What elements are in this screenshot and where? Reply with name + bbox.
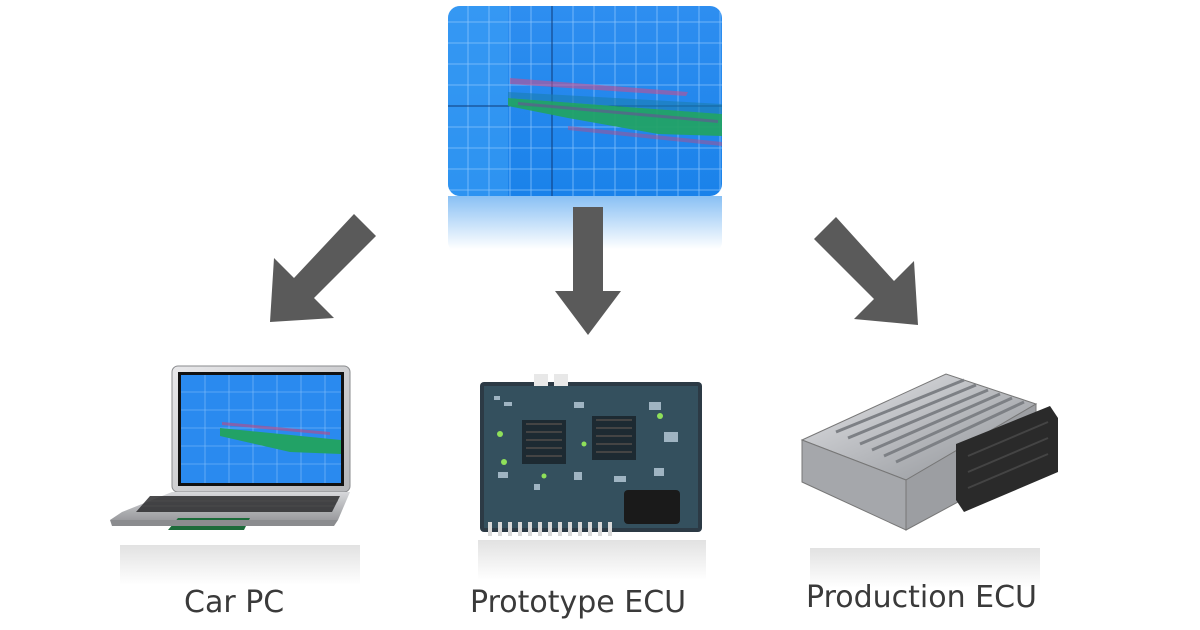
arrow-to-car-pc <box>262 212 380 324</box>
production-ecu-module <box>796 360 1066 555</box>
car-pc-label: Car PC <box>184 585 285 620</box>
arrow-to-production-ecu <box>810 213 928 331</box>
laptop-reflection <box>120 545 360 585</box>
calibration-plot-graphic <box>448 6 722 196</box>
arrow-down-icon <box>555 207 621 335</box>
car-pc-laptop <box>110 362 370 562</box>
ecu-module-icon <box>800 373 1058 531</box>
arrow-down-right-icon <box>814 217 918 325</box>
circuit-board-icon <box>480 374 702 536</box>
production-ecu-label: Production ECU <box>806 580 1038 615</box>
prototype-ecu-board <box>474 372 708 540</box>
board-reflection <box>478 540 706 580</box>
arrow-down-left-icon <box>270 214 376 322</box>
ecu-reflection <box>810 548 1040 588</box>
prototype-ecu-label: Prototype ECU <box>470 585 687 620</box>
calibration-plot <box>448 6 722 196</box>
arrow-to-prototype-ecu <box>553 207 623 337</box>
laptop-icon <box>110 365 351 530</box>
